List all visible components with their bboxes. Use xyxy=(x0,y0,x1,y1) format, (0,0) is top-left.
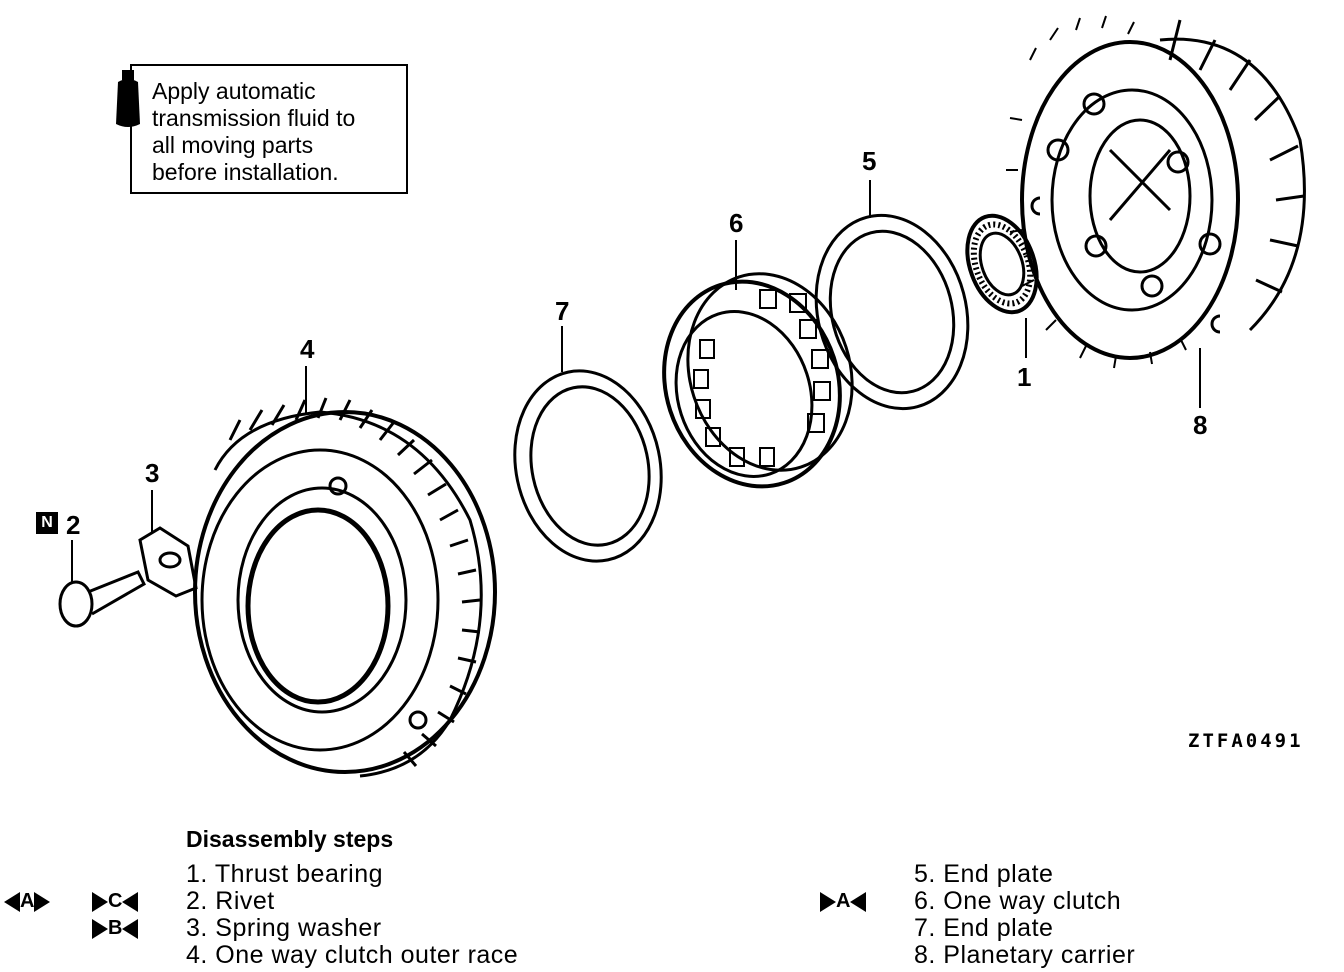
step-1: 1. Thrust bearing xyxy=(186,860,384,888)
callout-2: 2 xyxy=(66,510,81,540)
non-reusable-marker: N xyxy=(36,512,58,534)
callout-3: 3 xyxy=(145,458,160,488)
fluid-bottle-icon xyxy=(116,70,140,127)
callout-4: 4 xyxy=(300,334,315,364)
part-6-one-way-clutch xyxy=(662,272,854,489)
callout-8: 8 xyxy=(1193,410,1208,440)
callout-5: 5 xyxy=(862,146,877,176)
steps-heading: Disassembly steps xyxy=(186,826,394,852)
part-5-end-plate xyxy=(814,213,970,411)
exploded-view-diagram xyxy=(58,15,1306,778)
badge-c-disassembly: C xyxy=(92,890,139,913)
note-text: Apply automatic transmission fluid to al… xyxy=(152,78,356,185)
step-7: 7. End plate xyxy=(914,914,1054,942)
step-6: 6. One way clutch xyxy=(914,887,1122,915)
leader-lines xyxy=(71,180,1027,584)
callout-7: 7 xyxy=(555,296,570,326)
step-8: 8. Planetary carrier xyxy=(914,941,1136,969)
step-4: 4. One way clutch outer race xyxy=(186,941,519,969)
callout-6: 6 xyxy=(729,208,744,238)
part-4-outer-race xyxy=(193,397,497,778)
figure-code: ZTFA0491 xyxy=(1188,730,1304,752)
callout-1: 1 xyxy=(1017,362,1032,392)
part-1-thrust-bearing xyxy=(965,213,1039,315)
step-5: 5. End plate xyxy=(914,860,1054,888)
badge-a-reassembly-left: A xyxy=(4,890,51,913)
part-7-end-plate xyxy=(513,369,663,563)
badge-a-disassembly: A xyxy=(820,890,867,913)
part-2-rivet xyxy=(58,570,146,628)
part-8-planetary-carrier xyxy=(1006,15,1306,408)
step-2: 2. Rivet xyxy=(186,887,275,915)
badge-b-disassembly: B xyxy=(92,917,139,940)
step-3: 3. Spring washer xyxy=(186,914,382,942)
note-box xyxy=(130,64,408,194)
part-3-spring-washer xyxy=(138,526,198,598)
